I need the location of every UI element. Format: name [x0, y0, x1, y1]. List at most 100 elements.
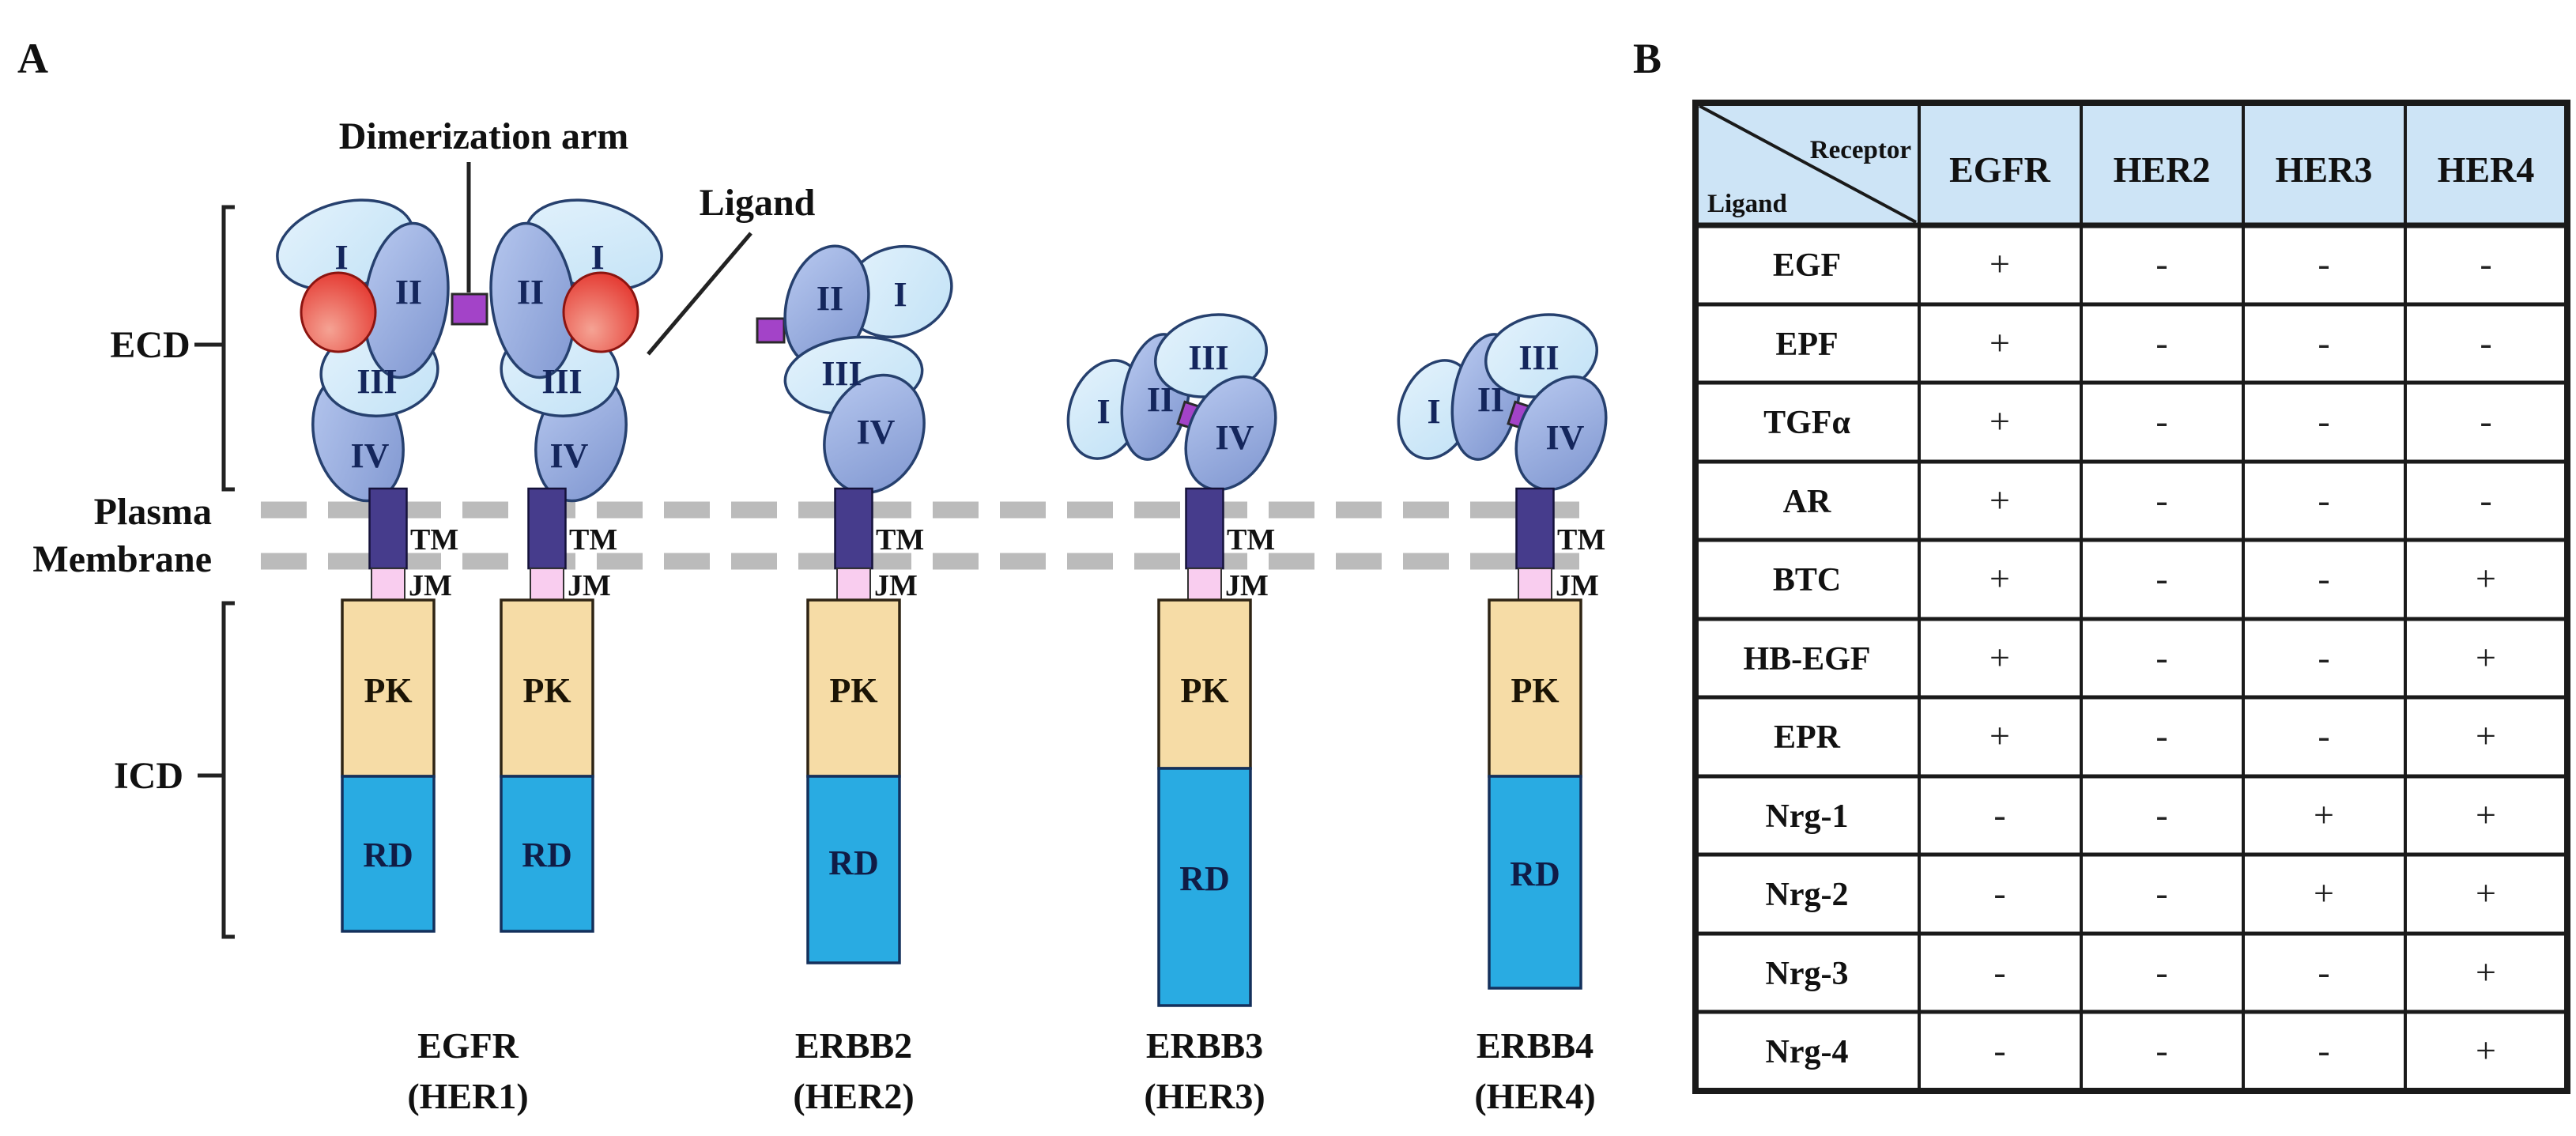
egfr-ecd: I II III IV I II III IV: [276, 198, 663, 503]
cell-value: -: [2480, 480, 2491, 520]
icd-bracket: [221, 601, 235, 939]
cell-value: +: [2476, 952, 2496, 992]
egfr-right-rd-domain: [500, 775, 594, 933]
erbb4-column: TM JM PK RD: [1488, 487, 1605, 990]
erbb2-alias: (HER2): [793, 1076, 914, 1116]
egfr-left-ligand: [300, 271, 377, 353]
cell-value: -: [2155, 558, 2167, 598]
cell-value: +: [1990, 323, 2010, 363]
erbb2-name: ERBB2: [795, 1025, 912, 1066]
egfr-left-domain-ii-label: II: [395, 273, 422, 311]
erbb2-pk-domain: [806, 598, 901, 778]
row-label: Nrg-4: [1766, 1034, 1849, 1070]
egfr-left-domain-i-label: I: [334, 238, 348, 277]
erbb3-jm-label: JM: [1225, 569, 1269, 602]
erbb3-name: ERBB3: [1146, 1025, 1263, 1066]
erbb3-tm-label: TM: [1227, 523, 1275, 557]
table-row: HB-EGF + - - +: [1743, 637, 2495, 677]
erbb2-jm-label: JM: [874, 569, 918, 602]
egfr-name: EGFR: [417, 1025, 519, 1066]
egfr-left-tm-label: TM: [410, 523, 458, 557]
cell-value: -: [2155, 401, 2167, 441]
erbb3-domain-iv: [1184, 375, 1277, 492]
cell-value: +: [2476, 1030, 2496, 1070]
erbb3-domain-ii-label: II: [1147, 380, 1174, 419]
row-label: BTC: [1773, 562, 1841, 598]
col-header-her4: HER4: [2438, 149, 2535, 190]
erbb2-rd-domain: [806, 775, 901, 964]
cell-value: -: [2480, 401, 2491, 441]
egfr-left-jm-segment: [371, 568, 405, 601]
cell-value: +: [2476, 794, 2496, 835]
row-label: EPF: [1775, 326, 1838, 363]
cell-value: -: [2318, 243, 2329, 284]
egfr-left-pk-domain: [341, 598, 436, 778]
receptor-names: EGFR (HER1) ERBB2 (HER2) ERBB3 (HER3) ER…: [407, 1025, 1595, 1116]
cell-value: +: [2476, 558, 2496, 598]
cell-value: -: [2318, 401, 2329, 441]
egfr-right-column: TM JM PK RD: [500, 487, 617, 933]
erbb3-pk-label: PK: [1180, 671, 1228, 710]
erbb2-domain-iv-label: IV: [857, 413, 896, 451]
cell-value: -: [2155, 637, 2167, 677]
cell-value: +: [1990, 715, 2010, 756]
cell-value: +: [2476, 637, 2496, 677]
erbb3-rd-label: RD: [1179, 859, 1230, 898]
erbb2-tm-segment: [834, 487, 873, 570]
erbb4-jm-segment: [1518, 568, 1552, 601]
egfr-right-tm-label: TM: [569, 523, 617, 557]
erbb4-pk-label: PK: [1511, 671, 1559, 710]
cell-value: +: [2314, 794, 2334, 835]
erbb2-domain-i-label: I: [893, 275, 907, 314]
erbb3-domain-iii-label: III: [1188, 338, 1228, 377]
dimerization-arm-label: Dimerization arm: [339, 115, 629, 157]
egfr-right-domain-ii-label: II: [517, 273, 544, 311]
table-row: Nrg-1 - - + +: [1766, 794, 2496, 835]
cell-value: -: [2318, 323, 2329, 363]
cell-value: +: [2314, 873, 2334, 913]
row-label: Nrg-3: [1766, 956, 1849, 992]
erbb3-domain-i-label: I: [1096, 392, 1110, 431]
erbb4-ecd: I II III IV: [1397, 313, 1608, 492]
table-row: EGF + - - -: [1773, 243, 2492, 284]
cell-value: -: [1993, 794, 2005, 835]
cell-value: +: [2476, 873, 2496, 913]
cell-value: -: [1993, 1030, 2005, 1070]
erbb4-alias: (HER4): [1474, 1076, 1595, 1116]
egfr-right-ligand: [562, 271, 639, 353]
row-label: HB-EGF: [1743, 641, 1870, 677]
cell-value: -: [2318, 637, 2329, 677]
cell-value: -: [2155, 715, 2167, 756]
cell-value: -: [2318, 952, 2329, 992]
egfr-left-rd-label: RD: [363, 836, 413, 874]
ligand-label: Ligand: [700, 182, 816, 224]
row-label: EPR: [1774, 719, 1841, 756]
cell-value: -: [2155, 243, 2167, 284]
cell-value: -: [1993, 952, 2005, 992]
cell-value: +: [1990, 243, 2010, 284]
egfr-left-rd-domain: [341, 775, 436, 933]
erbb3-alias: (HER3): [1144, 1076, 1265, 1116]
erbb2-dimerization-arm-square: [756, 317, 786, 344]
erbb2-jm-segment: [836, 568, 871, 601]
erbb4-tm-label: TM: [1557, 523, 1605, 557]
egfr-left-column: TM JM PK RD: [341, 487, 458, 933]
ligand-pointer-line: [647, 232, 752, 356]
cell-value: -: [2318, 480, 2329, 520]
col-header-egfr: EGFR: [1949, 149, 2051, 190]
ligand-receptor-table: Receptor Ligand EGFR HER2 HER3 HER4 EGF …: [1692, 100, 2570, 1094]
egfr-right-tm-segment: [527, 487, 567, 570]
erbb3-column: TM JM PK RD: [1157, 487, 1275, 1007]
panel-a: A Dimerization arm Ligand ECD ICD Plasma…: [17, 35, 1608, 1116]
table-row: EPF + - - -: [1775, 323, 2491, 363]
erbb4-name: ERBB4: [1477, 1025, 1593, 1066]
cell-value: -: [2155, 323, 2167, 363]
table-row: Nrg-3 - - - +: [1766, 952, 2496, 992]
table-row: TGFα + - - -: [1763, 401, 2492, 441]
egfr-right-pk-domain: [500, 598, 594, 778]
ecd-label: ECD: [110, 324, 190, 366]
erbb2-rd-label: RD: [828, 844, 879, 882]
cell-value: -: [2480, 243, 2491, 284]
erbb4-rd-domain: [1488, 775, 1582, 990]
